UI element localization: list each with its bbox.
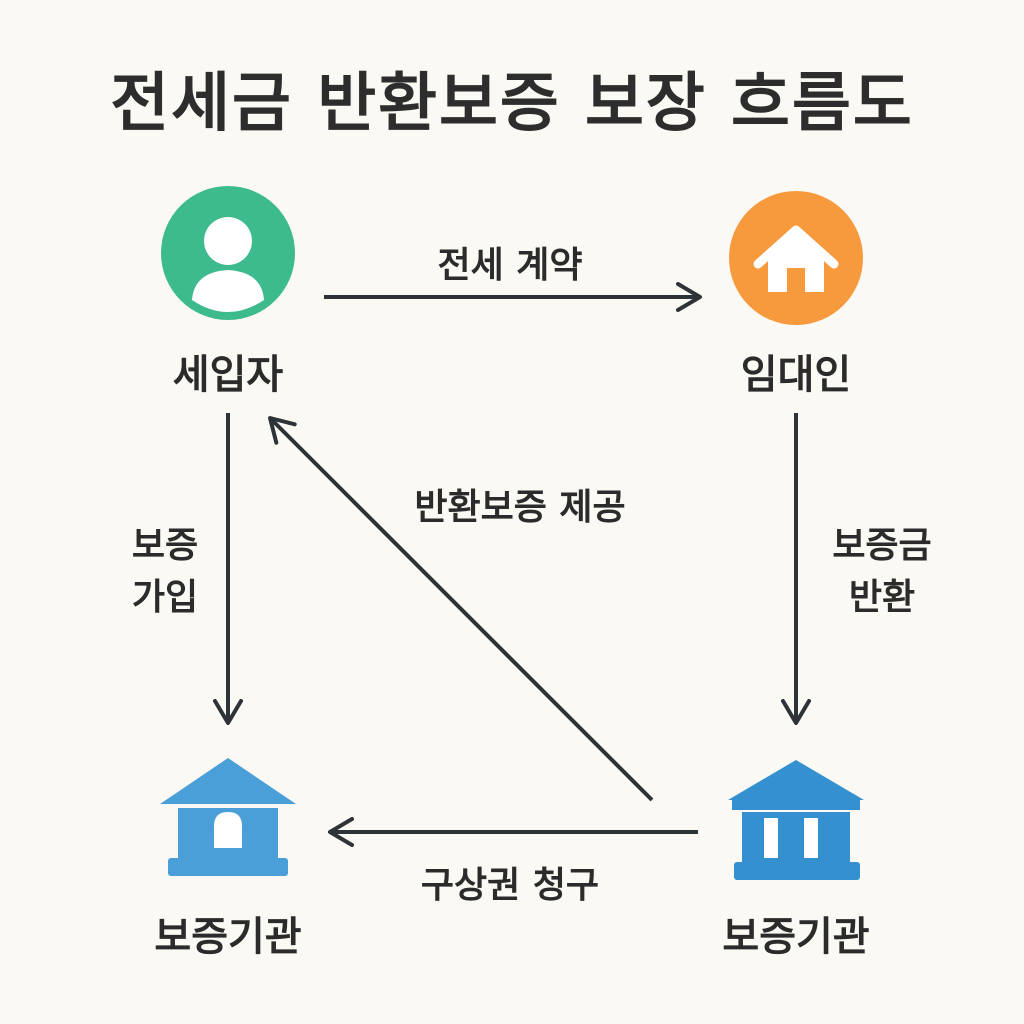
subrogation-claim-label: 구상권 청구 bbox=[420, 865, 600, 906]
bank-icon bbox=[728, 760, 864, 880]
join-guarantee-line-2: 가입 bbox=[131, 577, 199, 618]
landlord-label: 임대인 bbox=[740, 352, 852, 398]
return-deposit-line-2: 반환 bbox=[848, 577, 916, 618]
house-icon bbox=[729, 191, 863, 325]
building-icon bbox=[160, 758, 296, 876]
join-guarantee-line-1: 보증 bbox=[131, 525, 199, 566]
join-guarantee-label: 보증 가입 bbox=[110, 520, 220, 624]
return-deposit-line-1: 보증금 bbox=[832, 525, 932, 566]
provide-guarantee-arrow bbox=[268, 416, 654, 802]
page-title: 전세금 반환보증 보장 흐름도 bbox=[110, 67, 914, 141]
lease-contract-label: 전세 계약 bbox=[437, 245, 583, 286]
provide-guarantee-label: 반환보증 제공 bbox=[414, 487, 626, 528]
tenant-label: 세입자 bbox=[172, 352, 284, 398]
guarantor-right-label: 보증기관 bbox=[722, 914, 870, 960]
return-deposit-label: 보증금 반환 bbox=[812, 520, 952, 624]
guarantor-left-label: 보증기관 bbox=[154, 914, 302, 960]
person-icon bbox=[161, 186, 295, 320]
